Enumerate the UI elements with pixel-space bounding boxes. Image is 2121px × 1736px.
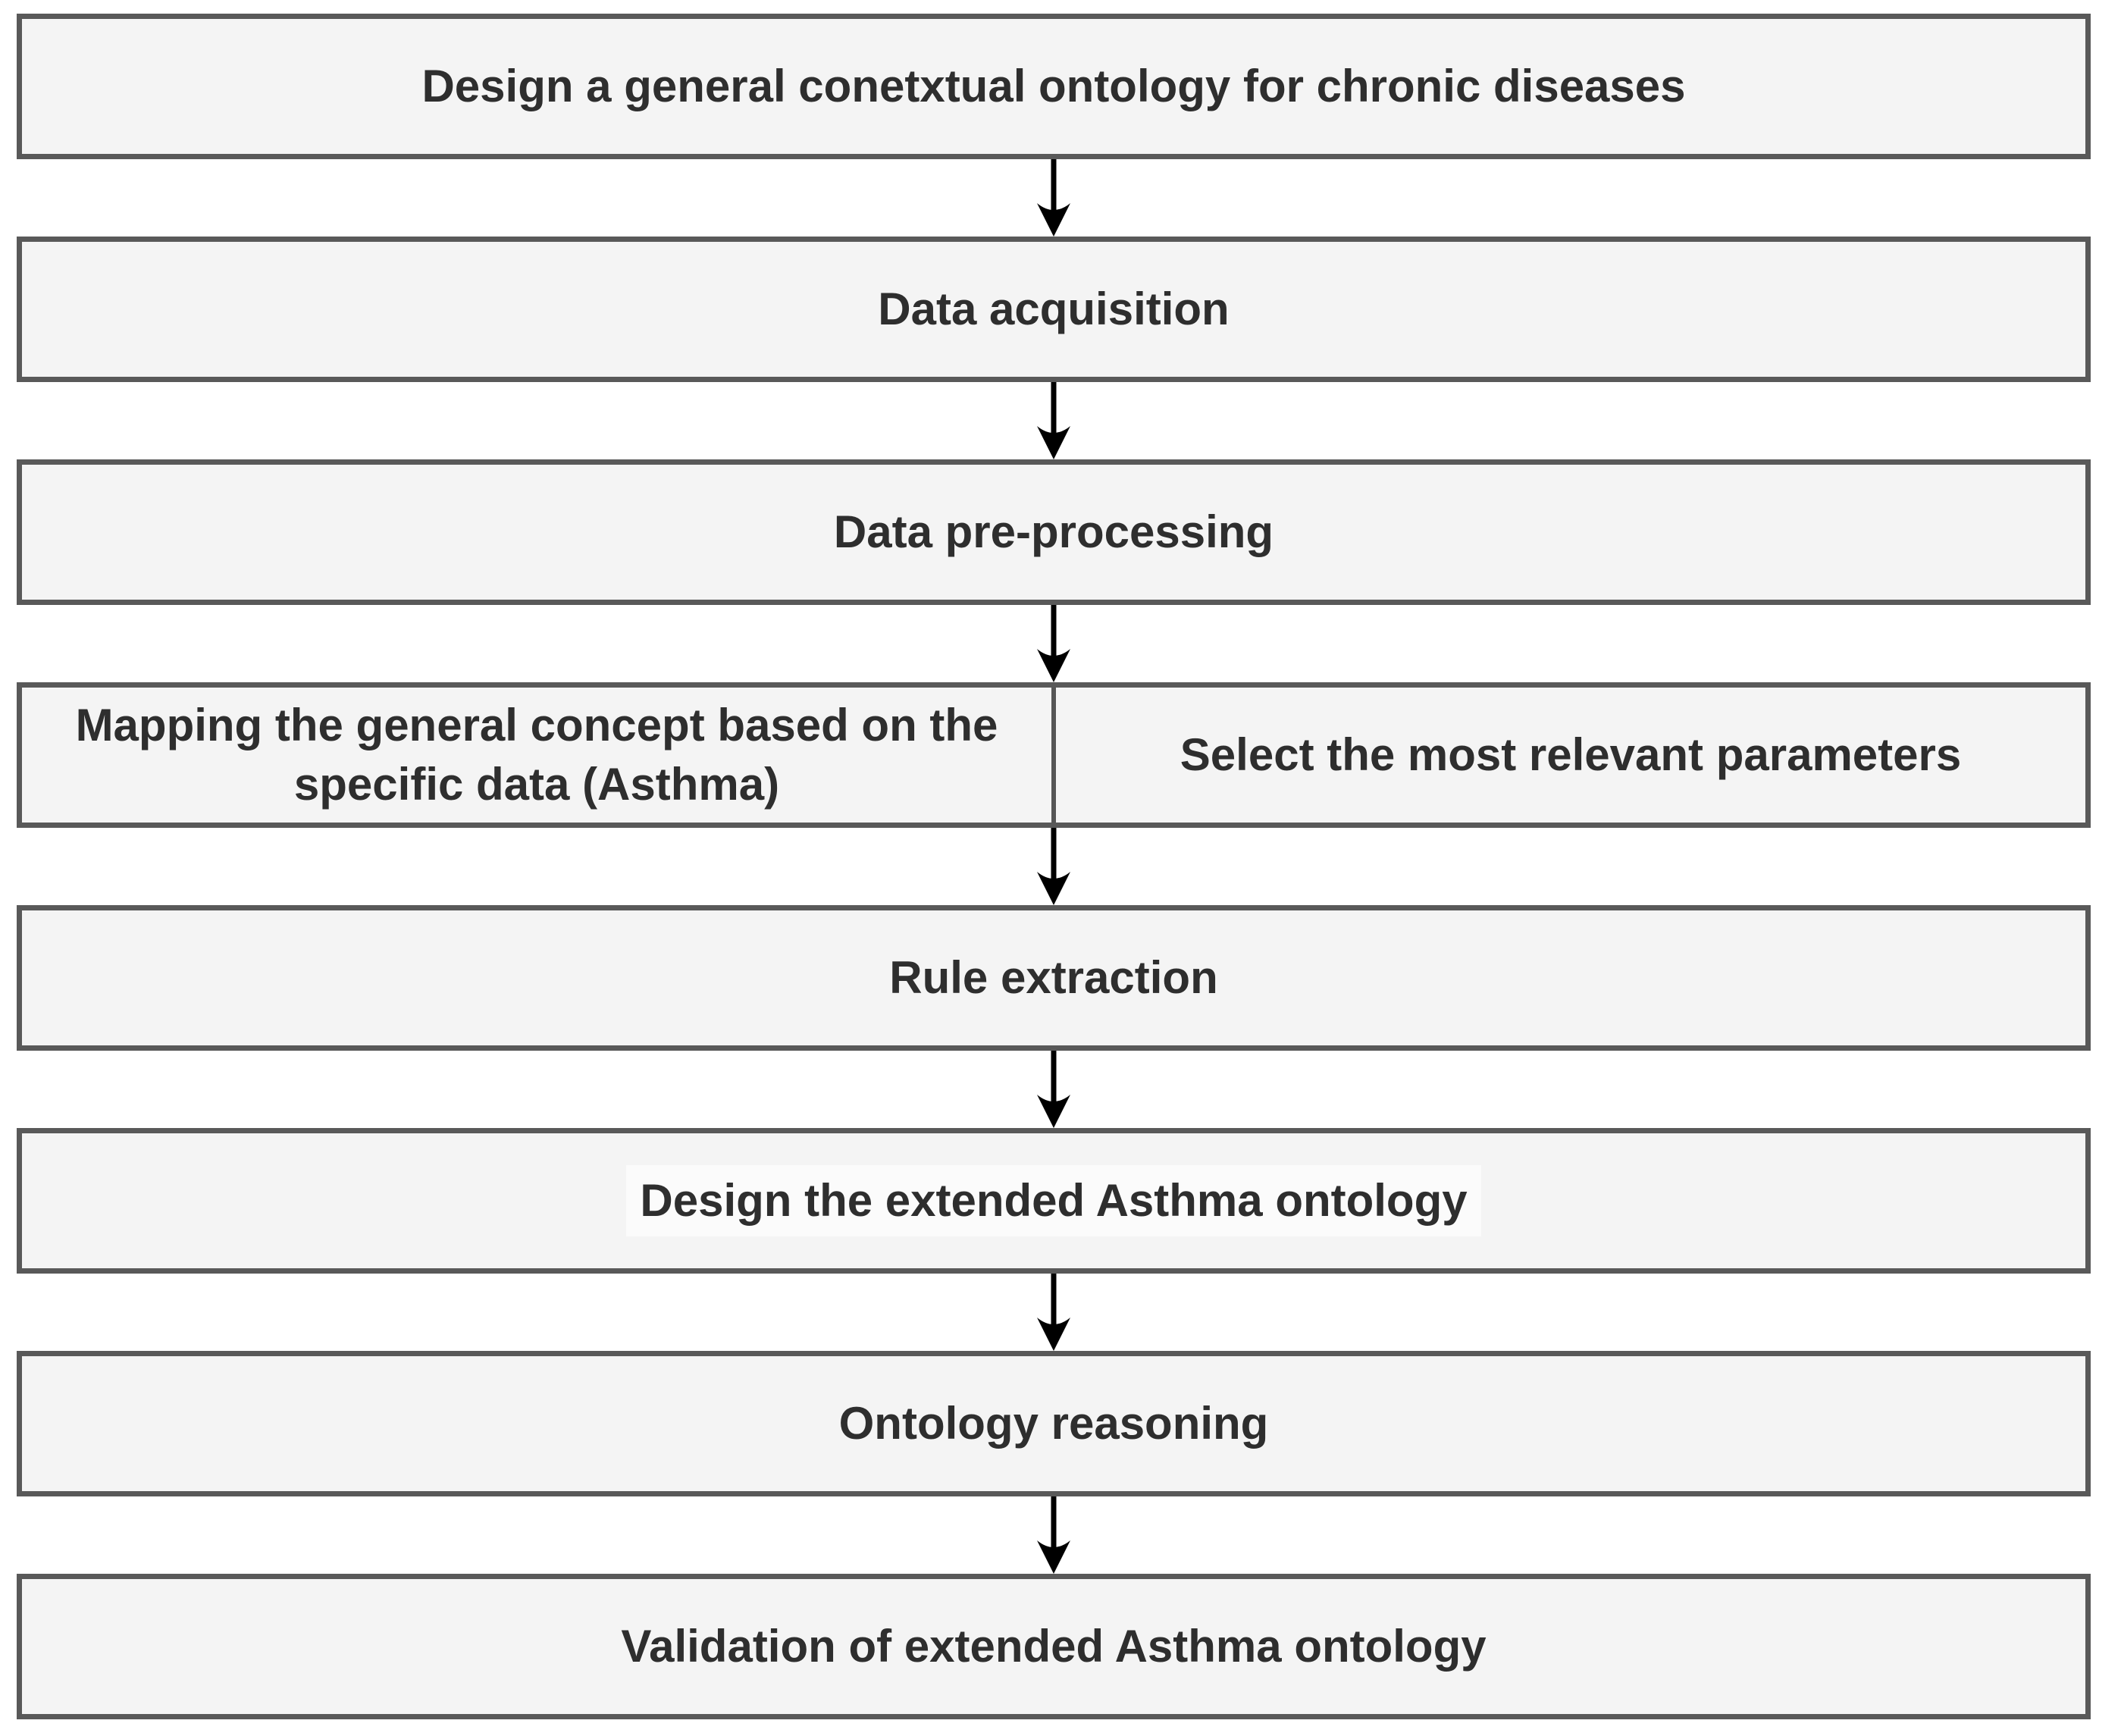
flow-box-ontology-reasoning: Ontology reasoning bbox=[17, 1351, 2091, 1496]
box-label: Data acquisition bbox=[878, 284, 1230, 334]
box-label: Select the most relevant parameters bbox=[1180, 729, 1962, 780]
flow-box-data-acquisition: Data acquisition bbox=[17, 237, 2091, 382]
box-label: Mapping the general concept based on the… bbox=[76, 696, 998, 814]
flow-box-data-preprocessing: Data pre-processing bbox=[17, 459, 2091, 605]
flow-row-mapping-and-select: Mapping the general concept based on the… bbox=[17, 682, 2091, 828]
box-label: Design the extended Asthma ontology bbox=[626, 1165, 1481, 1236]
arrow-down-icon bbox=[1037, 605, 1070, 682]
box-label: Validation of extended Asthma ontology bbox=[621, 1621, 1487, 1672]
box-label: Rule extraction bbox=[889, 952, 1218, 1003]
arrow-down-icon bbox=[1037, 1274, 1070, 1351]
box-label: Data pre-processing bbox=[833, 506, 1274, 557]
flow-box-design-extended-asthma-ontology: Design the extended Asthma ontology bbox=[17, 1128, 2091, 1274]
flow-box-select-relevant-parameters: Select the most relevant parameters bbox=[1056, 688, 2085, 823]
box-label: Ontology reasoning bbox=[838, 1398, 1269, 1449]
flow-box-mapping-general-concept: Mapping the general concept based on the… bbox=[22, 688, 1056, 823]
flow-box-rule-extraction: Rule extraction bbox=[17, 905, 2091, 1051]
box-label-line-1: Mapping the general concept based on the bbox=[75, 700, 998, 750]
flow-box-design-general-ontology: Design a general conetxtual ontology for… bbox=[17, 14, 2091, 159]
arrow-down-icon bbox=[1037, 1051, 1070, 1128]
box-label-line-2: specific data (Asthma) bbox=[293, 759, 780, 810]
arrow-down-icon bbox=[1037, 1496, 1070, 1574]
flow-box-validation-extended-asthma-ontology: Validation of extended Asthma ontology bbox=[17, 1574, 2091, 1719]
arrow-down-icon bbox=[1037, 159, 1070, 237]
arrow-down-icon bbox=[1037, 382, 1070, 459]
box-label: Design a general conetxtual ontology for… bbox=[421, 61, 1686, 111]
arrow-down-icon bbox=[1037, 828, 1070, 905]
